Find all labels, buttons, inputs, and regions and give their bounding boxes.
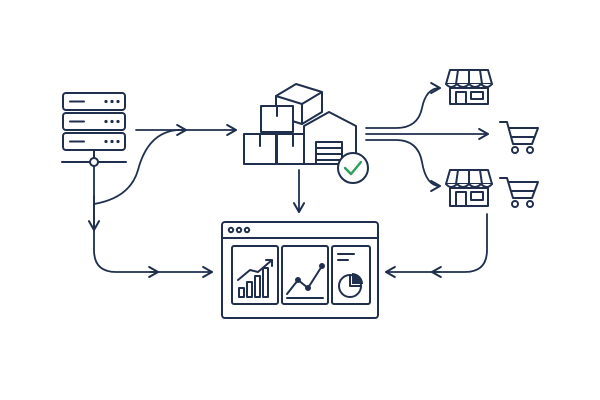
line-chart-icon xyxy=(281,245,329,305)
storefront-icon xyxy=(445,169,493,207)
server-rack-icon xyxy=(61,92,127,167)
shopping-cart-icon xyxy=(499,121,539,154)
arrow-server-to-dashboard xyxy=(93,165,214,279)
pie-chart-icon xyxy=(331,245,371,305)
arrow-warehouse-to-store-bottom xyxy=(365,139,442,193)
checkmark-circle-icon xyxy=(337,152,369,184)
warehouse-with-boxes-icon xyxy=(243,83,357,165)
bar-chart-icon xyxy=(231,245,279,305)
analytics-dashboard-window-icon xyxy=(221,221,379,319)
arrow-warehouse-to-store-top xyxy=(365,81,442,129)
shopping-cart-icon xyxy=(499,177,539,208)
connectors xyxy=(87,81,490,279)
arrow-curve-to-warehouse xyxy=(93,129,179,205)
arrow-store-to-dashboard xyxy=(384,213,488,279)
storefront-icon xyxy=(445,69,493,105)
